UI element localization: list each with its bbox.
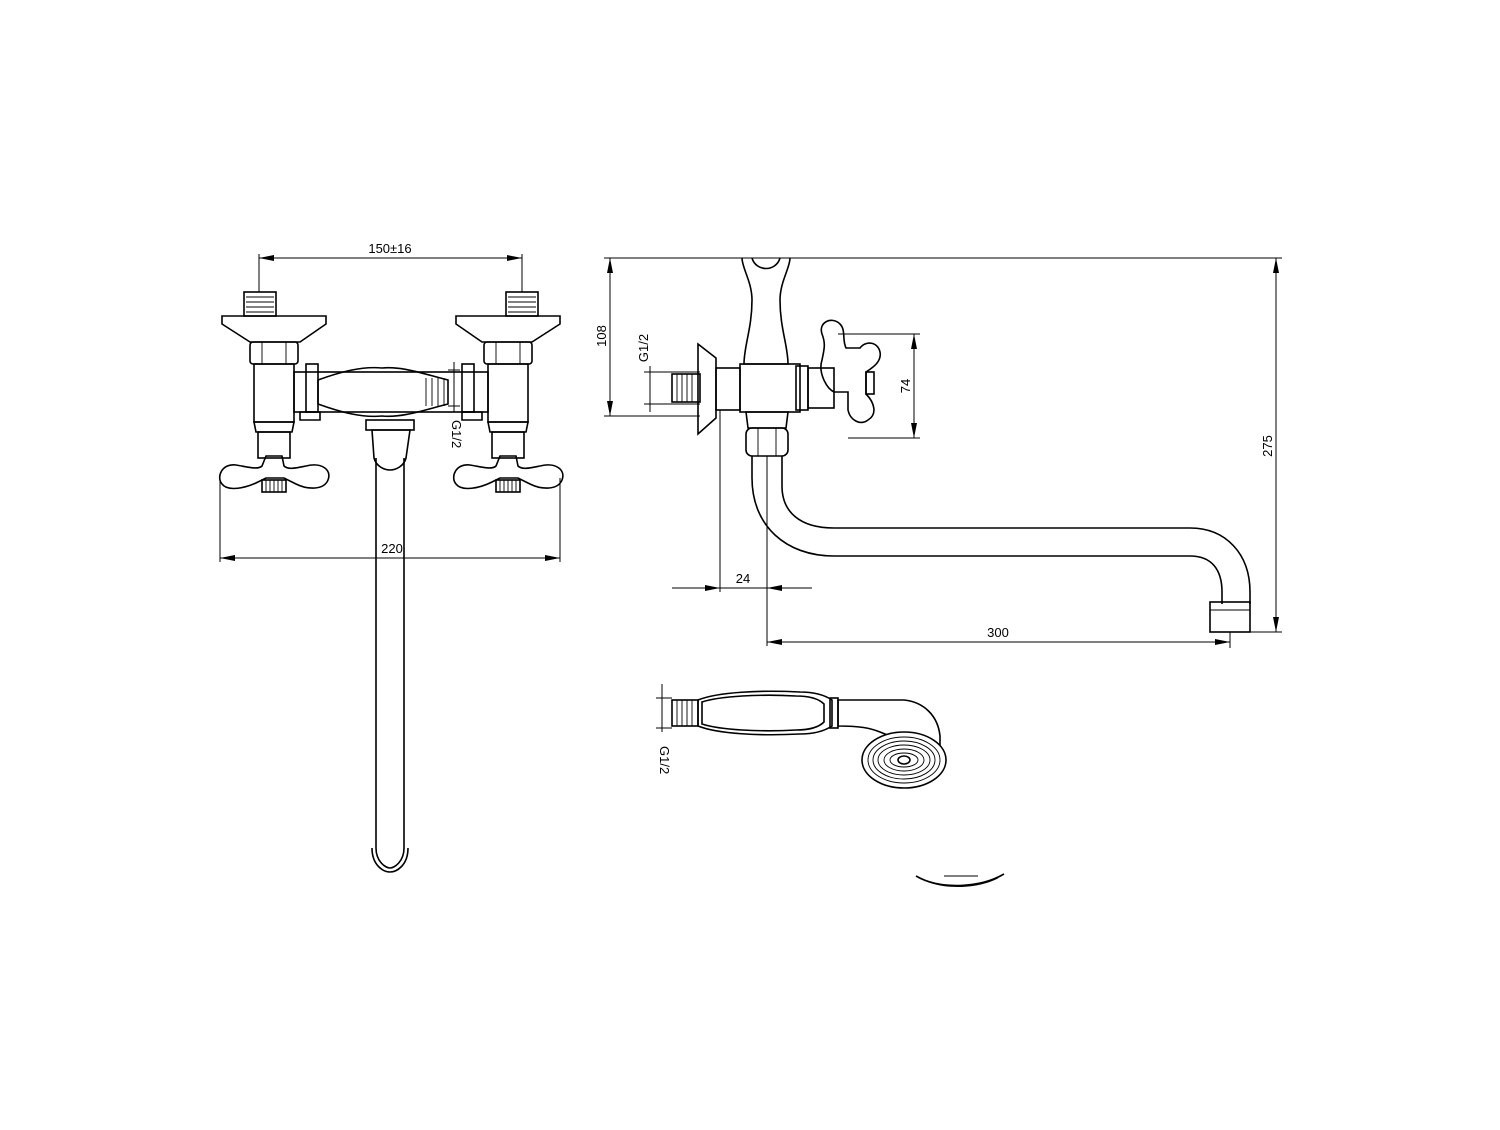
shower-handle-inner	[701, 694, 825, 732]
valve-collar	[487, 421, 529, 433]
shower-handle-grip	[697, 690, 833, 736]
dim-thread-label: G1/2	[636, 334, 651, 362]
wall-flange	[221, 315, 327, 343]
arrow-head	[607, 258, 613, 273]
arrow-head	[911, 423, 917, 438]
shower-center-nozzle	[897, 755, 911, 765]
side-view: 108 G1/2 74	[594, 257, 1282, 648]
side-flange	[697, 342, 717, 436]
shower-thread	[671, 699, 699, 727]
spout-outer	[751, 456, 1223, 604]
side-body	[739, 363, 801, 413]
arrow-head	[607, 401, 613, 416]
inlet-thread	[671, 373, 701, 403]
arrow-head	[705, 585, 720, 591]
diverter-knob	[317, 366, 449, 418]
spout-tube	[375, 458, 405, 869]
shower-head-face	[861, 731, 947, 789]
side-nut	[715, 367, 741, 411]
hand-shower: G1/2	[656, 684, 1005, 888]
spout-outlet	[371, 847, 409, 873]
spout-swivel-ring	[365, 419, 415, 431]
handle-cap	[865, 371, 875, 395]
dim-108-label: 108	[594, 325, 609, 347]
dim-74-label: 74	[898, 379, 913, 393]
spout-swivel-nut	[745, 427, 789, 457]
mixer-body: G1/2	[293, 362, 489, 448]
hex-nut	[483, 341, 533, 365]
arrow-head	[1215, 639, 1230, 645]
thread-label: G1/2	[449, 420, 464, 448]
arrow-head	[767, 639, 782, 645]
dim-24-label: 24	[736, 571, 750, 586]
arrow-head	[1273, 258, 1279, 273]
arrow-head	[911, 334, 917, 349]
spout-swivel-ring	[745, 411, 789, 429]
arrow-head	[220, 555, 235, 561]
arrow-head	[259, 255, 274, 261]
arrow-head	[545, 555, 560, 561]
shower-thread-label: G1/2	[657, 746, 672, 774]
valve-body	[253, 363, 295, 423]
side-body-ring	[795, 365, 809, 411]
body-foot	[299, 411, 321, 421]
wall-flange	[455, 315, 561, 343]
left-inlet	[218, 291, 330, 493]
hex-nut	[249, 341, 299, 365]
dim-275-label: 275	[1260, 435, 1275, 457]
hook-notch	[751, 257, 781, 270]
valve-collar	[253, 421, 295, 433]
valve-bonnet	[491, 431, 525, 459]
hook	[741, 257, 791, 365]
cross-handle	[452, 455, 564, 490]
valve-bonnet	[257, 431, 291, 459]
dim-spacing-label: 150±16	[368, 241, 411, 256]
spout-inner	[781, 456, 1251, 604]
spout-front	[365, 419, 415, 873]
cross-handle	[218, 455, 330, 490]
arrow-head	[1273, 617, 1279, 632]
dim-width-label: 220	[381, 541, 403, 556]
arrow-head	[767, 585, 782, 591]
body-foot	[461, 411, 483, 421]
spout-aerator	[1209, 601, 1251, 633]
shower-arc-fragment	[915, 873, 1005, 887]
arrow-head	[507, 255, 522, 261]
front-view: 150±16	[218, 241, 564, 873]
right-inlet	[452, 291, 564, 493]
dim-300-label: 300	[987, 625, 1009, 640]
body-bar	[293, 371, 489, 413]
valve-body	[487, 363, 529, 423]
